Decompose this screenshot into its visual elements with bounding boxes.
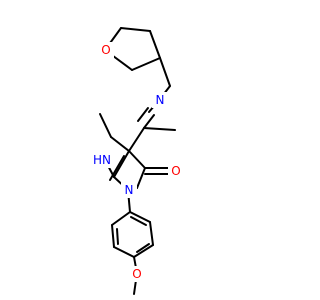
bond <box>129 211 151 223</box>
atom-bg <box>90 152 114 168</box>
imine-nitrogen-label: N <box>156 93 165 107</box>
bond <box>116 228 119 245</box>
bond <box>133 279 137 295</box>
nh-nitrogen-label: HN <box>93 153 111 167</box>
bond <box>111 211 131 226</box>
bond <box>143 127 176 131</box>
bond <box>136 167 146 189</box>
bond <box>128 127 145 152</box>
bond <box>128 150 146 169</box>
atom-bg <box>152 92 168 108</box>
bond <box>109 155 125 181</box>
bond <box>149 221 154 246</box>
bond <box>113 150 130 178</box>
bond <box>99 113 112 138</box>
bond <box>136 243 150 253</box>
atom-bg <box>98 42 114 58</box>
bond <box>110 136 130 152</box>
bond <box>133 244 154 258</box>
ring-nitrogen-label: N <box>125 183 134 197</box>
bond <box>149 30 161 59</box>
bond <box>137 107 149 122</box>
bond <box>130 216 147 226</box>
methoxy-oxygen-label: O <box>132 267 141 281</box>
bond <box>120 27 151 32</box>
thf-oxygen-label: O <box>101 43 110 57</box>
bond <box>113 246 135 258</box>
atom-bg <box>168 163 184 179</box>
bond <box>143 114 155 129</box>
bond <box>111 224 115 248</box>
atom-bg <box>129 266 145 282</box>
bond <box>131 57 161 71</box>
carbonyl-oxygen-label: O <box>171 164 180 178</box>
molecule-canvas: O N HN N O O <box>90 27 184 295</box>
molecule-diagram: O N HN N O O <box>90 27 184 295</box>
atom-bg <box>121 182 137 198</box>
bond <box>159 57 171 87</box>
